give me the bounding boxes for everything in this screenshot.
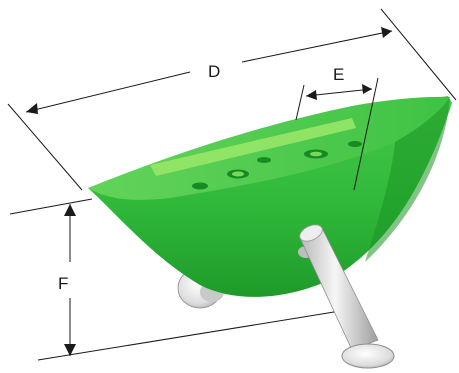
extension-line-e-right — [353, 77, 379, 191]
arrowhead-e-left — [306, 90, 317, 100]
extension-line-d-left — [7, 103, 83, 191]
dimension-line-d-left — [25, 71, 191, 113]
arrowhead-d-right — [381, 27, 392, 38]
green-part-body — [88, 96, 452, 297]
arrowheads — [26, 27, 392, 356]
dimension-e-label: E — [333, 65, 344, 84]
hole — [310, 151, 322, 157]
arrowhead-f-bottom — [64, 344, 76, 356]
arrowhead-d-left — [26, 103, 38, 114]
extension-line-d-right — [380, 8, 457, 101]
dimension-d-label: D — [208, 62, 220, 81]
pin-top-end — [299, 224, 323, 242]
dimension-lines — [7, 8, 457, 361]
arrowhead-e-right — [362, 84, 372, 94]
dimension-line-d-right — [241, 30, 393, 63]
pin-head — [341, 343, 395, 369]
hole — [232, 171, 244, 177]
hole — [348, 141, 362, 147]
dimension-line-e — [305, 88, 373, 97]
hole — [192, 182, 208, 190]
extension-line-f-bottom — [37, 311, 335, 361]
extension-line-f-top — [9, 198, 93, 215]
part-side-shadow — [365, 97, 450, 262]
front-pin — [299, 224, 395, 369]
extension-line-e-left — [295, 84, 305, 121]
dimension-f-label: F — [58, 274, 68, 293]
arrowhead-f-top — [64, 204, 76, 216]
top-slot — [150, 118, 356, 176]
hole — [257, 157, 271, 163]
